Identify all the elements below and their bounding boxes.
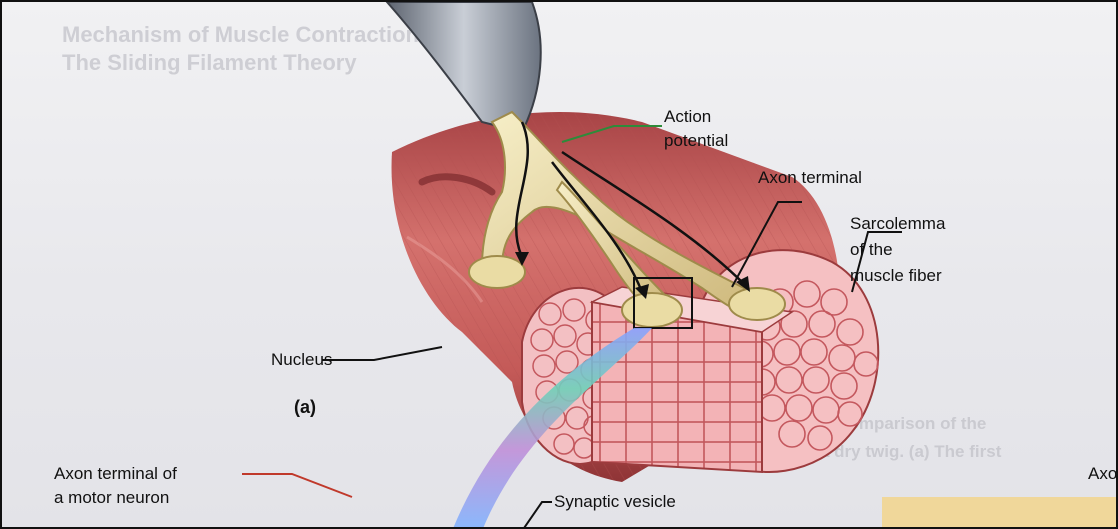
label-action-potential-1: Action bbox=[664, 105, 711, 128]
leader-nucleus bbox=[322, 347, 442, 360]
label-panel-a: (a) bbox=[294, 396, 316, 419]
label-action-potential-2: potential bbox=[664, 129, 728, 152]
label-right-fragment: Axo bbox=[1088, 462, 1117, 485]
label-nucleus: Nucleus bbox=[271, 348, 332, 371]
label-axon-terminal: Axon terminal bbox=[758, 166, 862, 189]
label-motor-axon-1: Axon terminal of bbox=[54, 462, 177, 485]
label-sarcolemma-3: muscle fiber bbox=[850, 264, 942, 287]
label-motor-axon-2: a motor neuron bbox=[54, 486, 169, 509]
inset-panel bbox=[882, 497, 1118, 529]
label-sarcolemma-2: of the bbox=[850, 238, 893, 261]
label-synaptic-vesicle: Synaptic vesicle bbox=[554, 490, 676, 513]
leader-synaptic-vesicle bbox=[522, 502, 552, 529]
leader-motor-axon bbox=[242, 474, 352, 497]
label-sarcolemma-1: Sarcolemma bbox=[850, 212, 945, 235]
